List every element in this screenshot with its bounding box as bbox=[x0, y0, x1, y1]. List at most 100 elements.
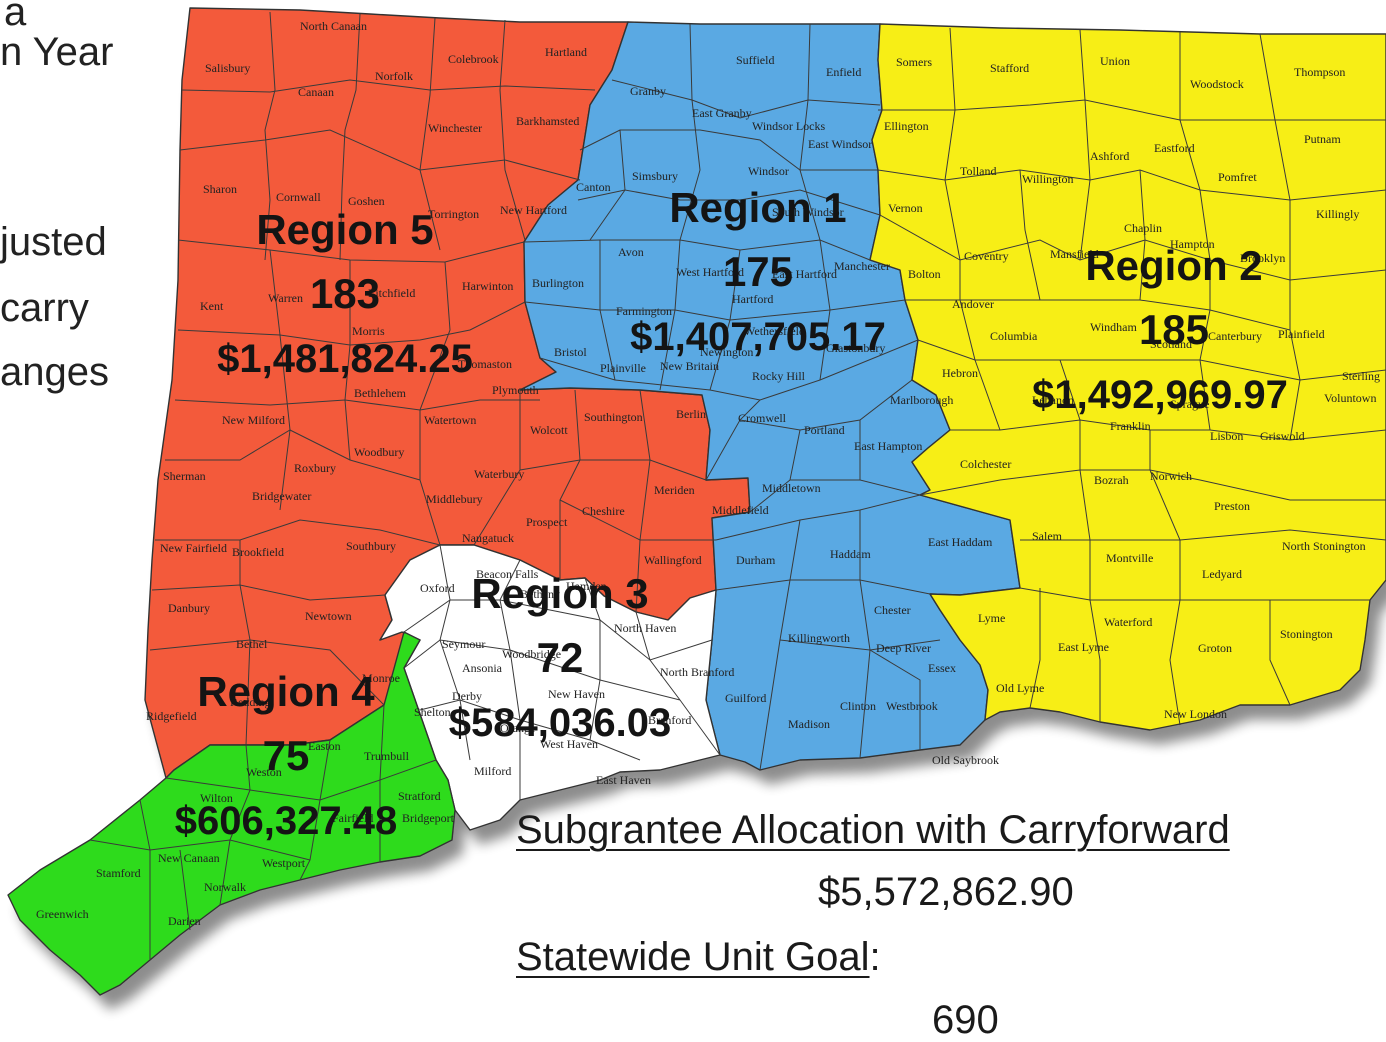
town-label: Ledyard bbox=[1202, 567, 1242, 581]
town-label: East Lyme bbox=[1058, 640, 1109, 654]
town-label: Hartford bbox=[732, 292, 773, 306]
town-label: Newtown bbox=[305, 609, 352, 623]
town-label: Haddam bbox=[830, 547, 871, 561]
town-label: Sterling bbox=[1342, 369, 1380, 383]
town-label: Greenwich bbox=[36, 907, 89, 921]
town-label: Windsor bbox=[748, 164, 789, 178]
left-text-fragment: n Year bbox=[0, 30, 114, 74]
town-label: New Britain bbox=[660, 359, 719, 373]
town-label: Plainfield bbox=[1278, 327, 1325, 341]
town-label: Clinton bbox=[840, 699, 876, 713]
left-text-fragment: anges bbox=[0, 350, 109, 394]
left-text-fragment: a bbox=[4, 0, 27, 34]
town-label: New Milford bbox=[222, 413, 285, 427]
town-label: Simsbury bbox=[632, 169, 678, 183]
town-label: Vernon bbox=[888, 201, 923, 215]
town-label: Columbia bbox=[990, 329, 1038, 343]
town-label: Chaplin bbox=[1124, 221, 1162, 235]
town-label: Trumbull bbox=[364, 749, 410, 763]
town-label: Berlin bbox=[676, 407, 706, 421]
town-label: Putnam bbox=[1304, 132, 1341, 146]
unit-goal-label-row: Statewide Unit Goal: bbox=[516, 937, 881, 977]
town-label: Goshen bbox=[348, 194, 385, 208]
town-label: New Canaan bbox=[158, 851, 220, 865]
town-label: Marlborough bbox=[890, 393, 953, 407]
allocation-label: Subgrantee Allocation with Carryforward bbox=[516, 808, 1230, 852]
town-label: Glastonbury bbox=[826, 341, 885, 355]
town-label: Hamden bbox=[566, 579, 607, 593]
town-label: Bolton bbox=[908, 267, 941, 281]
town-label: Bridgeport bbox=[402, 811, 455, 825]
town-label: Lebanon bbox=[1032, 393, 1074, 407]
unit-goal-colon: : bbox=[869, 935, 881, 979]
town-label: Salisbury bbox=[205, 61, 250, 75]
allocation-value: $5,572,862.90 bbox=[818, 870, 1074, 914]
town-label: Killingly bbox=[1316, 207, 1359, 221]
town-label: Waterbury bbox=[474, 467, 524, 481]
town-label: Salem bbox=[1032, 529, 1063, 543]
region-3-allocation: $584,036.03 bbox=[449, 701, 671, 745]
town-label: Cromwell bbox=[738, 411, 787, 425]
town-label: New Fairfield bbox=[160, 541, 227, 555]
town-label: Windsor Locks bbox=[752, 119, 826, 133]
town-label: Sharon bbox=[203, 182, 237, 196]
town-label: Watertown bbox=[424, 413, 476, 427]
town-label: East Hartford bbox=[772, 267, 837, 281]
town-label: Woodbridge bbox=[502, 647, 561, 661]
town-label: Oxford bbox=[420, 581, 455, 595]
town-label: Darien bbox=[168, 914, 201, 928]
region-5-name: Region 5 bbox=[256, 206, 433, 253]
town-label: Waterford bbox=[1104, 615, 1152, 629]
region-5-unit-count: 183 bbox=[310, 270, 380, 317]
town-label: Sherman bbox=[163, 469, 206, 483]
town-label: North Canaan bbox=[300, 19, 367, 33]
town-label: Branford bbox=[648, 713, 691, 727]
town-label: Eastford bbox=[1154, 141, 1195, 155]
town-label: Durham bbox=[736, 553, 776, 567]
town-label: New London bbox=[1164, 707, 1227, 721]
region-2-area bbox=[869, 23, 1386, 731]
region-4-area bbox=[7, 631, 456, 996]
town-label: Westport bbox=[262, 856, 306, 870]
region-1-name: Region 1 bbox=[669, 184, 846, 231]
town-label: Franklin bbox=[1110, 419, 1151, 433]
town-label: Middlefield bbox=[712, 503, 769, 517]
town-label: Bethlehem bbox=[354, 386, 407, 400]
town-label: Bristol bbox=[554, 345, 587, 359]
town-label: Stratford bbox=[398, 789, 441, 803]
town-label: Windham bbox=[1090, 320, 1138, 334]
town-label: East Haven bbox=[596, 773, 651, 787]
town-label: Mansfield bbox=[1050, 247, 1099, 261]
town-label: Griswold bbox=[1260, 429, 1305, 443]
town-label: North Stonington bbox=[1282, 539, 1366, 553]
town-label: Wolcott bbox=[530, 423, 568, 437]
town-label: Colebrook bbox=[448, 52, 499, 66]
town-label: Naugatuck bbox=[462, 531, 514, 545]
town-label: Madison bbox=[788, 717, 830, 731]
town-label: Ashford bbox=[1090, 149, 1129, 163]
town-label: Woodbury bbox=[354, 445, 404, 459]
region-2-unit-count: 185 bbox=[1139, 306, 1209, 353]
town-label: West Hartford bbox=[676, 265, 744, 279]
region-3-name: Region 3 bbox=[471, 570, 648, 617]
town-label: Canaan bbox=[298, 85, 334, 99]
town-label: Derby bbox=[452, 689, 482, 703]
region-labels: Region 1 175 $1,407,705.17 Region 2 185 … bbox=[175, 184, 1288, 843]
town-label: Norwalk bbox=[204, 880, 246, 894]
town-label: New Haven bbox=[548, 687, 605, 701]
town-label: Plainville bbox=[600, 361, 646, 375]
town-label: North Branford bbox=[660, 665, 734, 679]
town-label: Newington bbox=[700, 345, 753, 359]
town-label: Barkhamsted bbox=[516, 114, 579, 128]
town-label: Wilton bbox=[200, 791, 233, 805]
town-label: Plymouth bbox=[492, 383, 539, 397]
town-label: Brookfield bbox=[232, 545, 284, 559]
region-3-unit-count: 72 bbox=[537, 634, 584, 681]
town-label: Beacon Falls bbox=[476, 567, 539, 581]
town-label: Sprague bbox=[1170, 397, 1209, 411]
region-2-name: Region 2 bbox=[1085, 242, 1262, 289]
town-label: East Hampton bbox=[854, 439, 922, 453]
town-label: Norfolk bbox=[375, 69, 413, 83]
